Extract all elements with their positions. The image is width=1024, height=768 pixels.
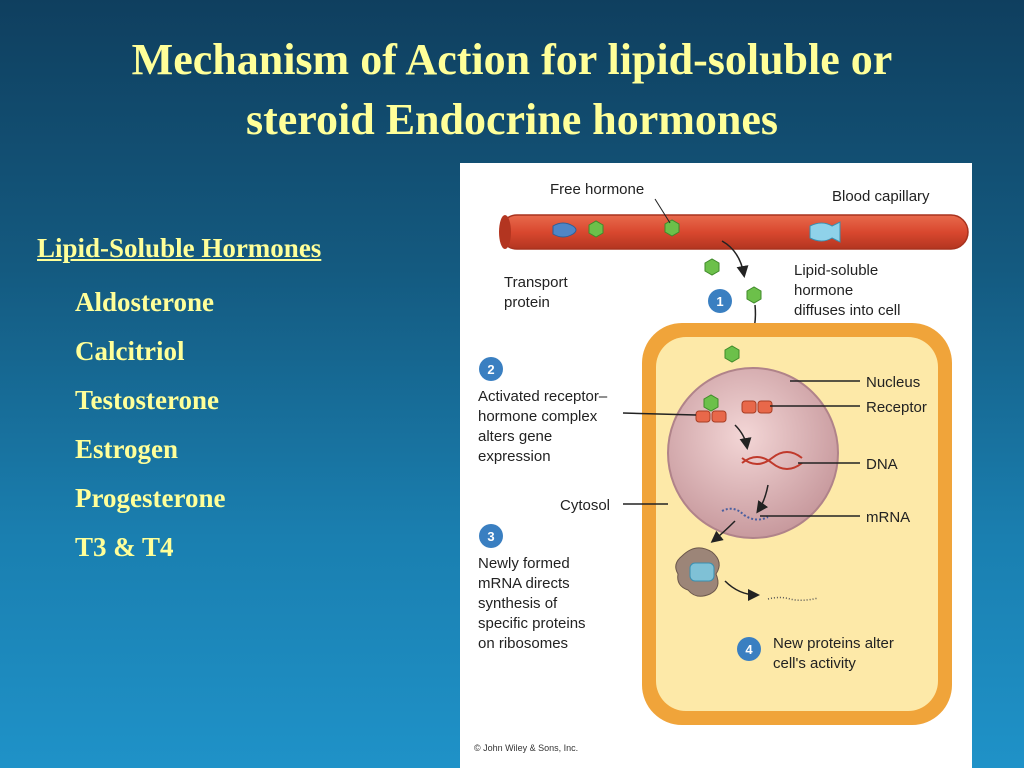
label-lipid-soluble: diffuses into cell [794,302,900,319]
hormone-molecule-icon [704,258,720,276]
list-heading: Lipid-Soluble Hormones [37,233,322,263]
label-lipid-soluble: Lipid-soluble [794,262,878,279]
step-badge: 3 [479,524,503,548]
mrna-strand-icon [721,507,769,521]
label-new-proteins: cell's activity [773,655,856,672]
step-number: 2 [487,362,494,377]
step-number: 1 [716,294,723,309]
ribosome-icon [675,547,720,597]
list-item: Aldosterone [75,287,214,317]
label-newly-formed: specific proteins [478,615,586,632]
step-number: 3 [487,529,494,544]
dna-icon [741,451,803,470]
list-item: T3 & T4 [75,532,174,562]
new-protein-icon [767,596,819,602]
title-line-1: Mechanism of Action for lipid-soluble or [131,35,893,84]
transport-protein-icon [809,221,841,243]
label-newly-formed: Newly formed [478,555,570,572]
receptor-hormone-complex-icon [695,394,727,423]
figure-panel: Free hormone Blood capillary Transport p… [460,163,972,768]
label-newly-formed: on ribosomes [478,635,568,652]
step-badge: 1 [708,289,732,313]
label-nucleus: Nucleus [866,374,920,391]
list-item: Calcitriol [75,336,185,366]
label-transport-protein: Transport [504,274,568,291]
hormone-molecule-icon [664,219,680,237]
label-activated-receptor: alters gene [478,428,552,445]
title-line-2: steroid Endocrine hormones [245,95,779,144]
steroid-mechanism-diagram: Free hormone Blood capillary Transport p… [474,181,969,753]
list-item: Testosterone [75,385,219,415]
list-item: Estrogen [75,434,179,464]
label-newly-formed: synthesis of [478,595,558,612]
step-badge: 2 [479,357,503,381]
label-free-hormone: Free hormone [550,181,644,198]
hormone-molecule-icon [746,286,762,304]
nucleus [667,367,839,539]
label-dna: DNA [866,456,898,473]
label-newly-formed: mRNA directs [478,575,570,592]
label-activated-receptor: Activated receptor– [478,388,608,405]
blood-capillary [499,214,969,250]
label-activated-receptor: hormone complex [478,408,598,425]
label-transport-protein: protein [504,294,550,311]
hormone-molecule-icon [724,345,740,363]
label-new-proteins: New proteins alter [773,635,894,652]
label-lipid-soluble: hormone [794,282,853,299]
copyright-notice: © John Wiley & Sons, Inc. [474,743,578,753]
transport-protein-icon [552,220,604,238]
label-cytosol: Cytosol [560,497,610,514]
receptor-icon [741,400,773,414]
label-activated-receptor: expression [478,448,551,465]
label-receptor: Receptor [866,399,927,416]
step-number: 4 [745,642,753,657]
hormone-list: Lipid-Soluble Hormones Aldosterone Calci… [37,228,321,572]
list-item: Progesterone [75,483,226,513]
label-mrna: mRNA [866,509,910,526]
step-badge: 4 [737,637,761,661]
label-blood-capillary: Blood capillary [832,188,930,205]
slide-title: Mechanism of Action for lipid-soluble or… [0,30,1024,150]
